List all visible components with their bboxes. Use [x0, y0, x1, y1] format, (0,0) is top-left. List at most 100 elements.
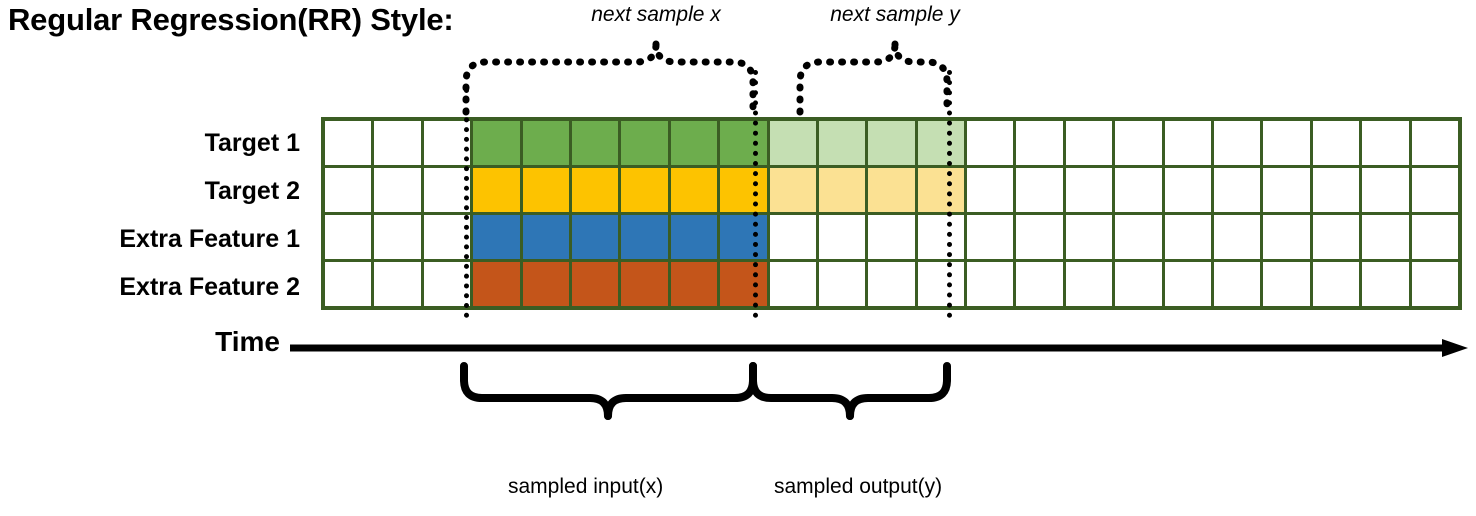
grid-cell-r0-c16-empty: [1115, 121, 1162, 165]
grid-cell-r0-c5-input: [571, 121, 619, 165]
bottom-brace-sampled-output: [749, 362, 951, 420]
grid-cell-r0-c22-empty: [1411, 121, 1458, 165]
grid-cell-r1-c20-empty: [1312, 168, 1360, 212]
grid-cell-r3-c14-empty: [1016, 262, 1063, 306]
grid-cell-r1-c4-input: [522, 168, 569, 212]
grid-cell-r1-c21-empty: [1362, 168, 1409, 212]
row-label-target-1: Target 1: [204, 129, 300, 157]
grid-cell-r3-c21-empty: [1362, 262, 1409, 306]
grid-cell-r2-c12-empty: [917, 215, 965, 259]
grid-cell-r2-c21-empty: [1362, 215, 1409, 259]
grid-cell-r1-c6-input: [621, 168, 668, 212]
grid-cell-r2-c10-empty: [818, 215, 866, 259]
caption-sampled-output: sampled output(y) horizon=4 output_featu…: [774, 422, 986, 516]
grid-cell-r2-c9-empty: [769, 215, 816, 259]
grid-cell-r0-c7-input: [670, 121, 718, 165]
timeline-grid: [321, 117, 1462, 310]
grid-cell-r2-c17-empty: [1164, 215, 1212, 259]
grid-cell-r0-c9-output: [769, 121, 816, 165]
row-label-slot: Extra Feature 2: [0, 263, 314, 311]
grid-cell-r1-c1-empty: [374, 168, 421, 212]
grid-cell-r2-c11-empty: [868, 215, 915, 259]
grid-cell-r2-c16-empty: [1115, 215, 1162, 259]
grid-cell-r2-c6-input: [621, 215, 668, 259]
grid-cell-r3-c20-empty: [1312, 262, 1360, 306]
grid-cell-r2-c0-empty: [325, 215, 372, 259]
grid-cell-r0-c21-empty: [1362, 121, 1409, 165]
grid-cell-r2-c4-input: [522, 215, 569, 259]
grid-cell-r1-c10-output: [818, 168, 866, 212]
grid-cell-r3-c10-empty: [818, 262, 866, 306]
grid-cell-r1-c18-empty: [1214, 168, 1261, 212]
grid-cell-r0-c0-empty: [325, 121, 372, 165]
grid-cell-r3-c3-input: [473, 262, 520, 306]
grid-cell-r1-c5-input: [571, 168, 619, 212]
grid-cell-r0-c14-empty: [1016, 121, 1063, 165]
grid-cell-r3-c17-empty: [1164, 262, 1212, 306]
grid-cell-r2-c18-empty: [1214, 215, 1261, 259]
grid-cell-r2-c15-empty: [1065, 215, 1113, 259]
grid-cell-r3-c6-input: [621, 262, 668, 306]
dotted-divider-input-end: [753, 70, 758, 318]
grid-cell-r2-c13-empty: [967, 215, 1014, 259]
brace-label-next-sample-y: next sample y: [830, 3, 960, 26]
grid-row: [325, 168, 1458, 212]
caption-sampled-input: sampled input(x) lookback=6 input_featur…: [508, 422, 707, 516]
grid-cell-r1-c19-empty: [1263, 168, 1310, 212]
grid-cell-r1-c15-empty: [1065, 168, 1113, 212]
grid-cell-r0-c17-empty: [1164, 121, 1212, 165]
grid-cell-r1-c11-output: [868, 168, 915, 212]
grid-cell-r1-c17-empty: [1164, 168, 1212, 212]
page-title: Regular Regression(RR) Style:: [8, 2, 454, 37]
grid-cell-r1-c2-empty: [423, 168, 471, 212]
row-label-column: Target 1 Target 2 Extra Feature 1 Extra …: [0, 119, 314, 311]
grid-cell-r0-c18-empty: [1214, 121, 1261, 165]
grid-cell-r0-c11-output: [868, 121, 915, 165]
grid-cell-r3-c11-empty: [868, 262, 915, 306]
grid-cell-r0-c2-empty: [423, 121, 471, 165]
grid-cell-r0-c8-input: [720, 121, 767, 165]
grid-cell-r2-c19-empty: [1263, 215, 1310, 259]
grid-cell-r3-c15-empty: [1065, 262, 1113, 306]
top-brace-next-sample-y: [796, 40, 951, 116]
grid-cell-r2-c3-input: [473, 215, 520, 259]
grid-cell-r0-c13-empty: [967, 121, 1014, 165]
grid-cell-r2-c14-empty: [1016, 215, 1063, 259]
grid-cell-r3-c8-input: [720, 262, 767, 306]
bottom-brace-sampled-input: [460, 362, 757, 420]
time-axis-arrow: [290, 339, 1468, 357]
grid-cell-r2-c2-empty: [423, 215, 471, 259]
grid-cell-r2-c7-input: [670, 215, 718, 259]
grid-cell-r3-c7-input: [670, 262, 718, 306]
row-label-slot: Target 2: [0, 167, 314, 215]
caption-sampled-output-line-1: sampled output(y): [774, 475, 943, 498]
grid-cell-r0-c6-input: [621, 121, 668, 165]
grid-cell-r0-c1-empty: [374, 121, 421, 165]
row-label-extra-feature-1: Extra Feature 1: [119, 225, 300, 253]
row-label-target-2: Target 2: [204, 177, 300, 205]
time-axis-label: Time: [215, 326, 280, 357]
grid-row: [325, 215, 1458, 259]
grid-cell-r1-c14-empty: [1016, 168, 1063, 212]
grid-cell-r3-c4-input: [522, 262, 569, 306]
dotted-divider-output-end: [947, 70, 952, 318]
grid-cell-r3-c2-empty: [423, 262, 471, 306]
grid-cell-r2-c8-input: [720, 215, 767, 259]
grid-cell-r2-c1-empty: [374, 215, 421, 259]
grid-cell-r0-c19-empty: [1263, 121, 1310, 165]
grid-cell-r3-c0-empty: [325, 262, 372, 306]
grid-cell-r1-c13-empty: [967, 168, 1014, 212]
grid-cell-r1-c9-output: [769, 168, 816, 212]
grid-cell-r1-c7-input: [670, 168, 718, 212]
grid-cell-r3-c18-empty: [1214, 262, 1261, 306]
grid-cell-r3-c22-empty: [1411, 262, 1458, 306]
grid-cell-r3-c9-empty: [769, 262, 816, 306]
grid-cell-r1-c16-empty: [1115, 168, 1162, 212]
grid-row: [325, 121, 1458, 165]
grid-cell-r1-c3-input: [473, 168, 520, 212]
grid-cell-r2-c22-empty: [1411, 215, 1458, 259]
top-brace-next-sample-x: [462, 40, 757, 116]
grid-cell-r2-c20-empty: [1312, 215, 1360, 259]
grid-cell-r3-c5-input: [571, 262, 619, 306]
